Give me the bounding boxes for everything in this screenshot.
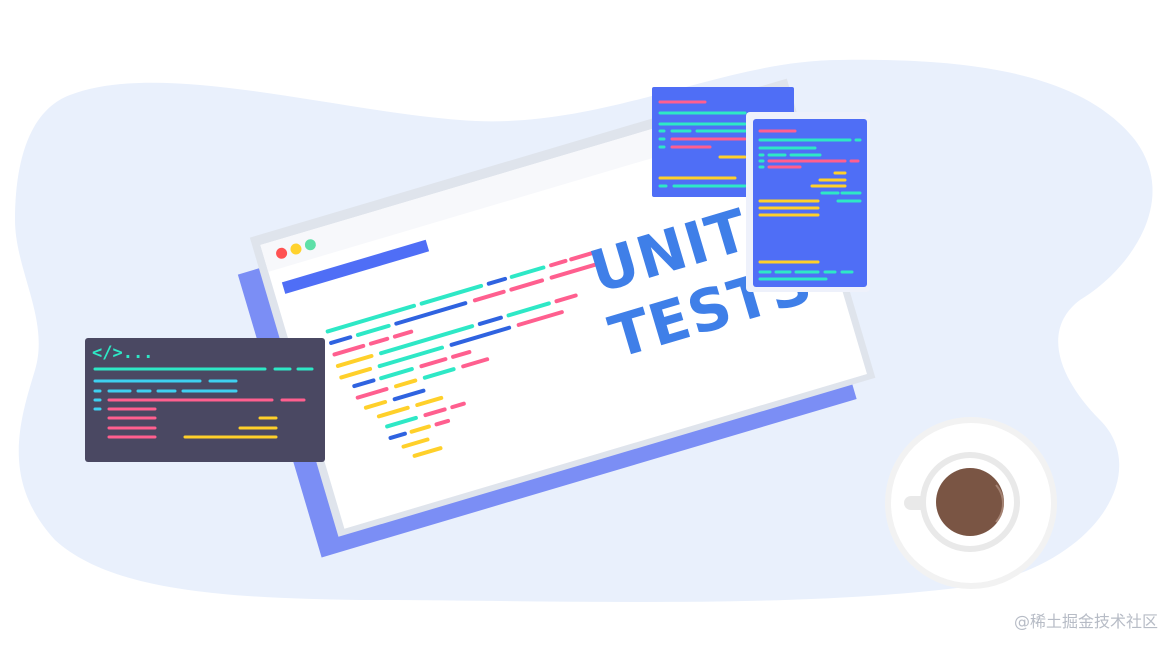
code-line xyxy=(549,258,568,268)
code-line xyxy=(419,283,484,306)
code-line xyxy=(332,343,366,357)
code-line xyxy=(385,415,418,429)
code-line xyxy=(451,350,472,359)
code-line xyxy=(449,325,512,347)
code-line xyxy=(352,378,376,389)
code-line xyxy=(392,329,414,339)
code-line xyxy=(379,324,475,356)
code-line xyxy=(376,405,410,419)
coffee-cup xyxy=(885,417,1057,589)
code-line xyxy=(549,260,604,280)
code-line xyxy=(516,310,564,327)
code-block xyxy=(325,251,604,458)
code-line xyxy=(355,387,389,400)
dark-code-panel: </>... xyxy=(85,338,325,462)
code-line xyxy=(394,378,418,389)
code-line xyxy=(339,366,373,380)
code-line xyxy=(509,278,545,292)
code-line xyxy=(477,315,503,326)
code-line xyxy=(486,276,508,286)
code-line xyxy=(450,401,466,410)
code-line xyxy=(423,407,447,418)
code-line xyxy=(377,345,444,369)
minimize-dot xyxy=(290,243,302,255)
code-line xyxy=(419,357,448,369)
code-line xyxy=(554,293,578,304)
code-line xyxy=(355,323,391,337)
code-line xyxy=(422,367,456,380)
code-line xyxy=(368,336,390,346)
code-line xyxy=(329,335,353,345)
code-line xyxy=(461,357,490,369)
maximize-dot xyxy=(304,239,316,251)
code-line xyxy=(412,446,443,458)
blue-code-panel-front xyxy=(746,112,870,292)
code-line xyxy=(325,303,416,334)
watermark: @稀土掘金技术社区 xyxy=(1013,612,1158,631)
code-line xyxy=(335,353,374,368)
close-dot xyxy=(276,247,288,259)
code-line xyxy=(409,424,431,434)
code-line xyxy=(401,437,430,449)
code-line xyxy=(509,265,546,279)
code-line xyxy=(363,400,388,410)
coffee-highlight xyxy=(995,484,1004,523)
code-prompt: </>... xyxy=(92,343,153,363)
code-line xyxy=(569,251,594,262)
code-line xyxy=(434,418,451,427)
code-line xyxy=(415,395,444,407)
code-line xyxy=(394,301,468,326)
code-line xyxy=(506,301,551,318)
address-bar xyxy=(281,239,430,294)
code-line xyxy=(379,367,414,381)
coffee xyxy=(936,468,1004,536)
code-line xyxy=(472,289,506,303)
code-line xyxy=(392,388,426,402)
code-line xyxy=(388,431,407,440)
